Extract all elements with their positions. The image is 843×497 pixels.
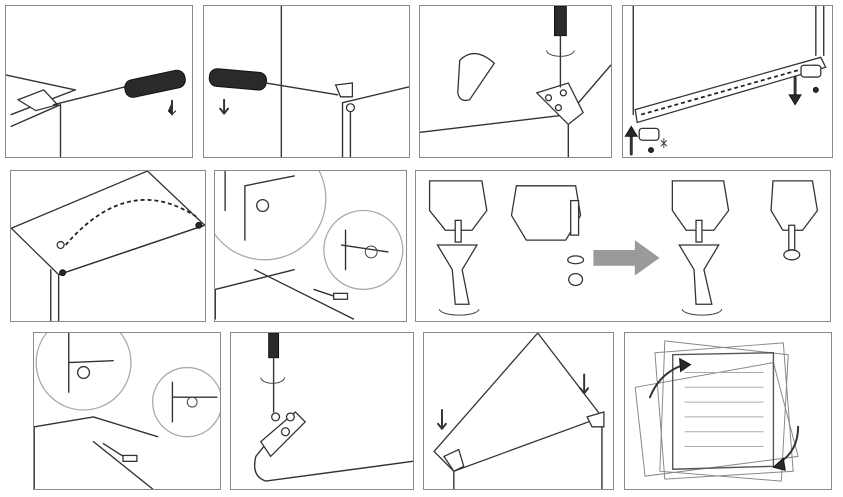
hinge-cover xyxy=(16,89,59,112)
rotate-arrow-icon xyxy=(681,309,723,316)
spanner xyxy=(436,244,479,305)
dotted-move-arrow xyxy=(64,199,200,246)
step-10-illustration xyxy=(433,333,605,489)
magnifier-callout-icon xyxy=(323,209,404,291)
screwdriver-icon xyxy=(268,333,280,359)
step-7-illustration xyxy=(428,180,819,316)
hinge-plate xyxy=(428,180,488,231)
step-4-slide-off-top-panel xyxy=(622,5,833,158)
top-hinge xyxy=(535,82,584,126)
removed-cover xyxy=(457,52,496,102)
rotate-arrow-icon xyxy=(649,363,686,399)
rotate-arrow-icon xyxy=(438,309,480,316)
screwdriver-icon xyxy=(553,6,567,37)
step-2-unscrew-top-cover xyxy=(203,5,410,158)
step-1-remove-hinge-cover xyxy=(5,5,193,158)
step-5-illustration xyxy=(11,171,205,321)
screwdriver-shaft xyxy=(52,86,126,106)
step-8-fit-top-hinge-pin xyxy=(33,332,221,490)
screwdriver-icon xyxy=(124,69,186,98)
step-2-illustration xyxy=(208,6,409,157)
hinge-pin xyxy=(570,199,580,236)
step-9-illustration xyxy=(253,333,413,482)
step-8-illustration xyxy=(34,333,220,489)
step-3-illustration xyxy=(420,6,611,157)
magnifier-callout-icon xyxy=(152,366,220,438)
step-5-move-hinge-caps xyxy=(10,170,206,322)
step-7-reassemble-bottom-hinge xyxy=(415,170,831,322)
rotate-arrow-icon xyxy=(260,377,285,384)
step-11-illustration xyxy=(634,340,800,482)
step-1-illustration xyxy=(6,69,186,157)
step-6-swap-hinge-pins xyxy=(214,170,407,322)
step-11-rotate-door xyxy=(624,332,832,490)
step-4-illustration xyxy=(624,6,827,156)
step-9-screw-top-hinge xyxy=(230,332,414,490)
screwdriver-icon xyxy=(208,68,268,91)
process-arrow-icon xyxy=(593,240,660,276)
step-3-unscrew-top-hinge xyxy=(419,5,612,158)
rotate-arrow-icon xyxy=(546,50,575,57)
magnifier-callout-icon xyxy=(215,171,327,261)
step-10-refit-hinge-covers xyxy=(423,332,614,490)
door-panel xyxy=(672,352,775,470)
step-6-illustration xyxy=(215,171,404,320)
